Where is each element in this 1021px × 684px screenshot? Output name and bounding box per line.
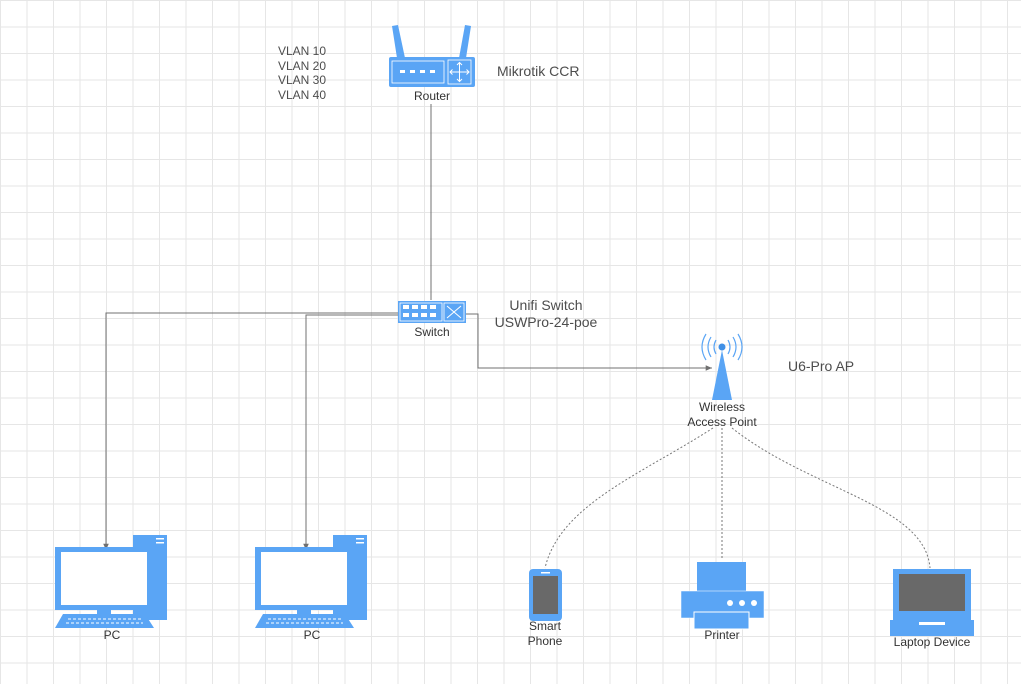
pc-1-label: PC	[103, 628, 121, 642]
smartphone-label-line-1: Smart	[528, 619, 561, 633]
vlan-20: VLAN 20	[277, 58, 326, 73]
access-point-label-line-1: Wireless	[698, 400, 745, 414]
vlan-30: VLAN 30	[277, 73, 326, 87]
switch-label: Switch	[414, 325, 450, 339]
laptop-icon[interactable]	[890, 569, 974, 636]
switch-pc1-link	[103, 312, 398, 550]
printer-label: Printer	[704, 628, 740, 642]
router-label: Router	[413, 89, 451, 103]
pc-2-icon[interactable]	[255, 535, 367, 628]
smartphone-icon[interactable]	[529, 569, 562, 621]
printer-icon[interactable]	[680, 562, 765, 630]
switch-model-note-line-1: Unifi Switch	[509, 297, 583, 313]
vlan-40: VLAN 40	[277, 87, 326, 102]
pc-1-icon[interactable]	[55, 535, 167, 628]
access-point-model-note: U6-Pro AP	[788, 358, 855, 374]
access-point-label-line-2: Access Point	[687, 414, 757, 429]
wireless-access-point-icon[interactable]	[701, 333, 743, 400]
switch-model-note-line-2: USWPro-24-poe	[494, 314, 598, 330]
laptop-label: Laptop Device	[893, 635, 971, 649]
smartphone-label: Smart Phone	[505, 619, 585, 648]
router-icon[interactable]	[389, 25, 475, 87]
access-point-label: Wireless Access Point	[672, 400, 772, 429]
smartphone-label-line-2: Phone	[527, 633, 563, 648]
router-model-note: Mikrotik CCR	[497, 63, 580, 79]
switch-pc2-link	[303, 314, 398, 550]
switch-ap-link	[466, 313, 712, 371]
ap-smartphone-wireless-link	[544, 427, 714, 569]
vlan-10: VLAN 10	[277, 44, 326, 58]
switch-model-note: Unifi Switch USWPro-24-poe	[478, 297, 614, 331]
switch-icon[interactable]	[398, 301, 466, 323]
ap-laptop-wireless-link	[731, 427, 931, 569]
pc-2-label: PC	[303, 628, 321, 642]
vlan-list: VLAN 10 VLAN 20 VLAN 30 VLAN 40	[250, 44, 326, 102]
